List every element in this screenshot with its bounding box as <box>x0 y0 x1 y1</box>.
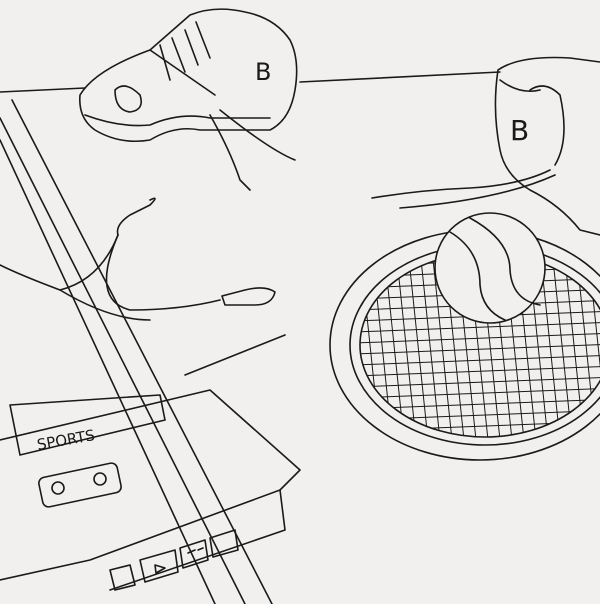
sneaker-left: B <box>78 8 298 191</box>
racket-string <box>551 253 573 437</box>
racket-string <box>360 321 600 333</box>
racket-string <box>419 253 441 437</box>
tennis-ball <box>434 212 546 324</box>
racket-string <box>407 253 429 437</box>
racket-string <box>395 253 417 437</box>
racket-string <box>360 343 600 355</box>
sneaker-right: B <box>371 56 600 236</box>
racket-string <box>360 332 600 344</box>
racket-string <box>360 387 600 399</box>
racket-string <box>360 398 600 410</box>
racket-string <box>431 253 453 437</box>
earphones <box>0 197 276 321</box>
racket-string <box>360 376 600 388</box>
shoe-letter-right: B <box>510 114 529 147</box>
racket-string <box>360 354 600 366</box>
racket-string <box>360 365 600 377</box>
shoe-letter-left: B <box>255 58 271 86</box>
